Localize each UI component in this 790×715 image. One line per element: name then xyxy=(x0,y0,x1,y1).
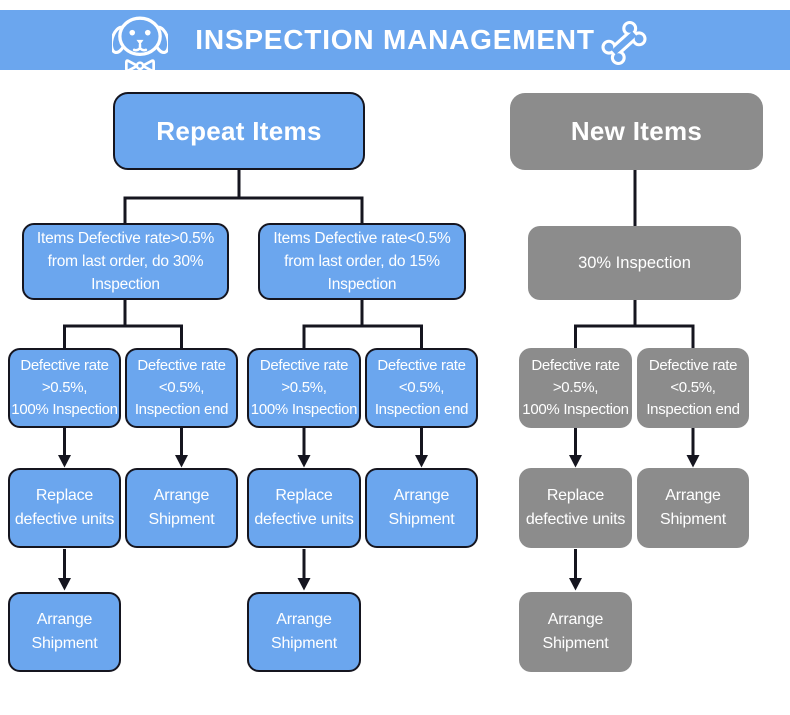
node-r2-defect-low: Defective rate <0.5%, Inspection end xyxy=(365,348,478,428)
node-new-defect-high: Defective rate >0.5%, 100% Inspection xyxy=(519,348,632,428)
node-r2-final-shipment: Arrange Shipment xyxy=(247,592,361,672)
bone-icon xyxy=(601,20,647,66)
node-repeat-low-defect-order: Items Defective rate<0.5% from last orde… xyxy=(258,223,466,300)
node-new-final-shipment: Arrange Shipment xyxy=(519,592,632,672)
node-r1-replace-units: Replace defective units xyxy=(8,468,121,548)
node-r1-arrange-shipment: Arrange Shipment xyxy=(125,468,238,548)
node-new-items: New Items xyxy=(510,93,763,170)
dog-icon xyxy=(112,16,168,73)
node-new-30pct-inspection: 30% Inspection xyxy=(528,226,741,300)
node-r1-defect-low: Defective rate <0.5%, Inspection end xyxy=(125,348,238,428)
node-r2-defect-high: Defective rate >0.5%, 100% Inspection xyxy=(247,348,361,428)
node-r2-replace-units: Replace defective units xyxy=(247,468,361,548)
node-repeat-items: Repeat Items xyxy=(113,92,365,170)
node-r2-arrange-shipment: Arrange Shipment xyxy=(365,468,478,548)
page-title: INSPECTION MANAGEMENT xyxy=(195,24,595,55)
node-r1-defect-high: Defective rate >0.5%, 100% Inspection xyxy=(8,348,121,428)
node-new-arrange-shipment: Arrange Shipment xyxy=(637,468,749,548)
node-repeat-high-defect-order: Items Defective rate>0.5% from last orde… xyxy=(22,223,229,300)
node-new-replace-units: Replace defective units xyxy=(519,468,632,548)
node-r1-final-shipment: Arrange Shipment xyxy=(8,592,121,672)
node-new-defect-low: Defective rate <0.5%, Inspection end xyxy=(637,348,749,428)
